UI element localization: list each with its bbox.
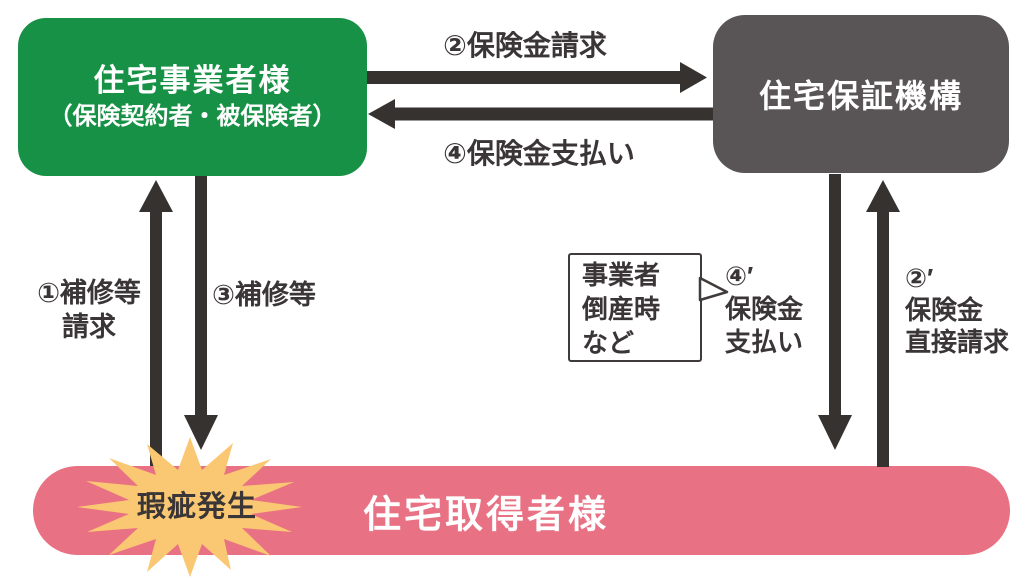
builder-box: 住宅事業者様 （保険契約者・被保険者） <box>18 18 367 176</box>
direct-payment-arrow-label: ④′ 保険金 支払い <box>725 260 803 359</box>
repair-arrow <box>184 176 218 450</box>
direct-claim-label-line3: 直接請求 <box>905 327 1010 357</box>
guarantor-box: 住宅保証機構 <box>713 15 1009 173</box>
defect-label: 瑕疵発生 <box>136 491 257 523</box>
repair-request-arrow-label: ①補修等 請求 <box>28 276 150 344</box>
repair-request-label-line2: 請求 <box>62 312 116 342</box>
direct-claim-arrow-label: ②′ 保険金 直接請求 <box>905 262 1009 358</box>
guarantor-title: 住宅保証機構 <box>758 78 963 114</box>
claim-arrow-label: ②保険金請求 <box>443 30 607 61</box>
direct-payment-label-line1: ④′ <box>725 261 754 291</box>
callout-box: 事業者 倒産時 など <box>568 253 702 362</box>
direct-claim-label-line1: ②′ <box>905 263 934 293</box>
direct-claim-label-line2: 保険金 <box>905 295 984 325</box>
callout-pointer <box>698 276 729 302</box>
defect-starburst <box>77 437 302 577</box>
builder-title: 住宅事業者様 <box>93 63 292 99</box>
repair-request-label-line1: ①補修等 <box>37 278 141 308</box>
direct-payment-label-line3: 支払い <box>725 327 804 357</box>
payment-arrow <box>368 99 713 129</box>
repair-arrow-label: ③補修等 <box>212 280 316 310</box>
callout-line2: 倒産時 <box>582 294 661 324</box>
claim-arrow <box>367 62 707 93</box>
builder-subtitle: （保険契約者・被保険者） <box>48 102 337 130</box>
direct-claim-arrow <box>866 180 900 467</box>
callout-line1: 事業者 <box>582 260 661 290</box>
direct-payment-label-line2: 保険金 <box>725 294 804 324</box>
callout-line3: など <box>582 328 635 358</box>
payment-arrow-label: ④保険金支払い <box>443 138 635 169</box>
repair-request-arrow <box>139 180 173 466</box>
homeowner-title: 住宅取得者様 <box>363 494 610 536</box>
direct-payment-arrow <box>818 174 852 450</box>
